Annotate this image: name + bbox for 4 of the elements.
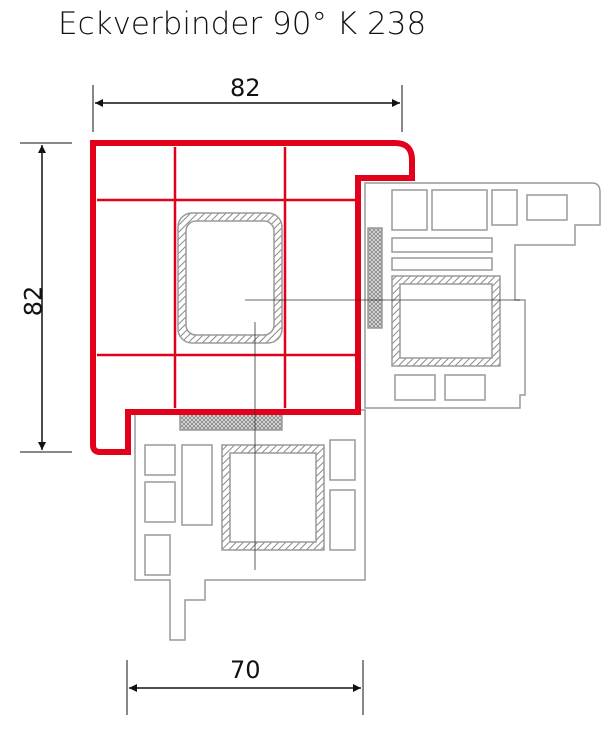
dimension-label: 82 <box>230 74 261 102</box>
dimension-label: 70 <box>230 656 261 684</box>
dimension-label: 82 <box>19 286 48 316</box>
title: Eckverbinder 90° K 238 <box>58 6 426 42</box>
